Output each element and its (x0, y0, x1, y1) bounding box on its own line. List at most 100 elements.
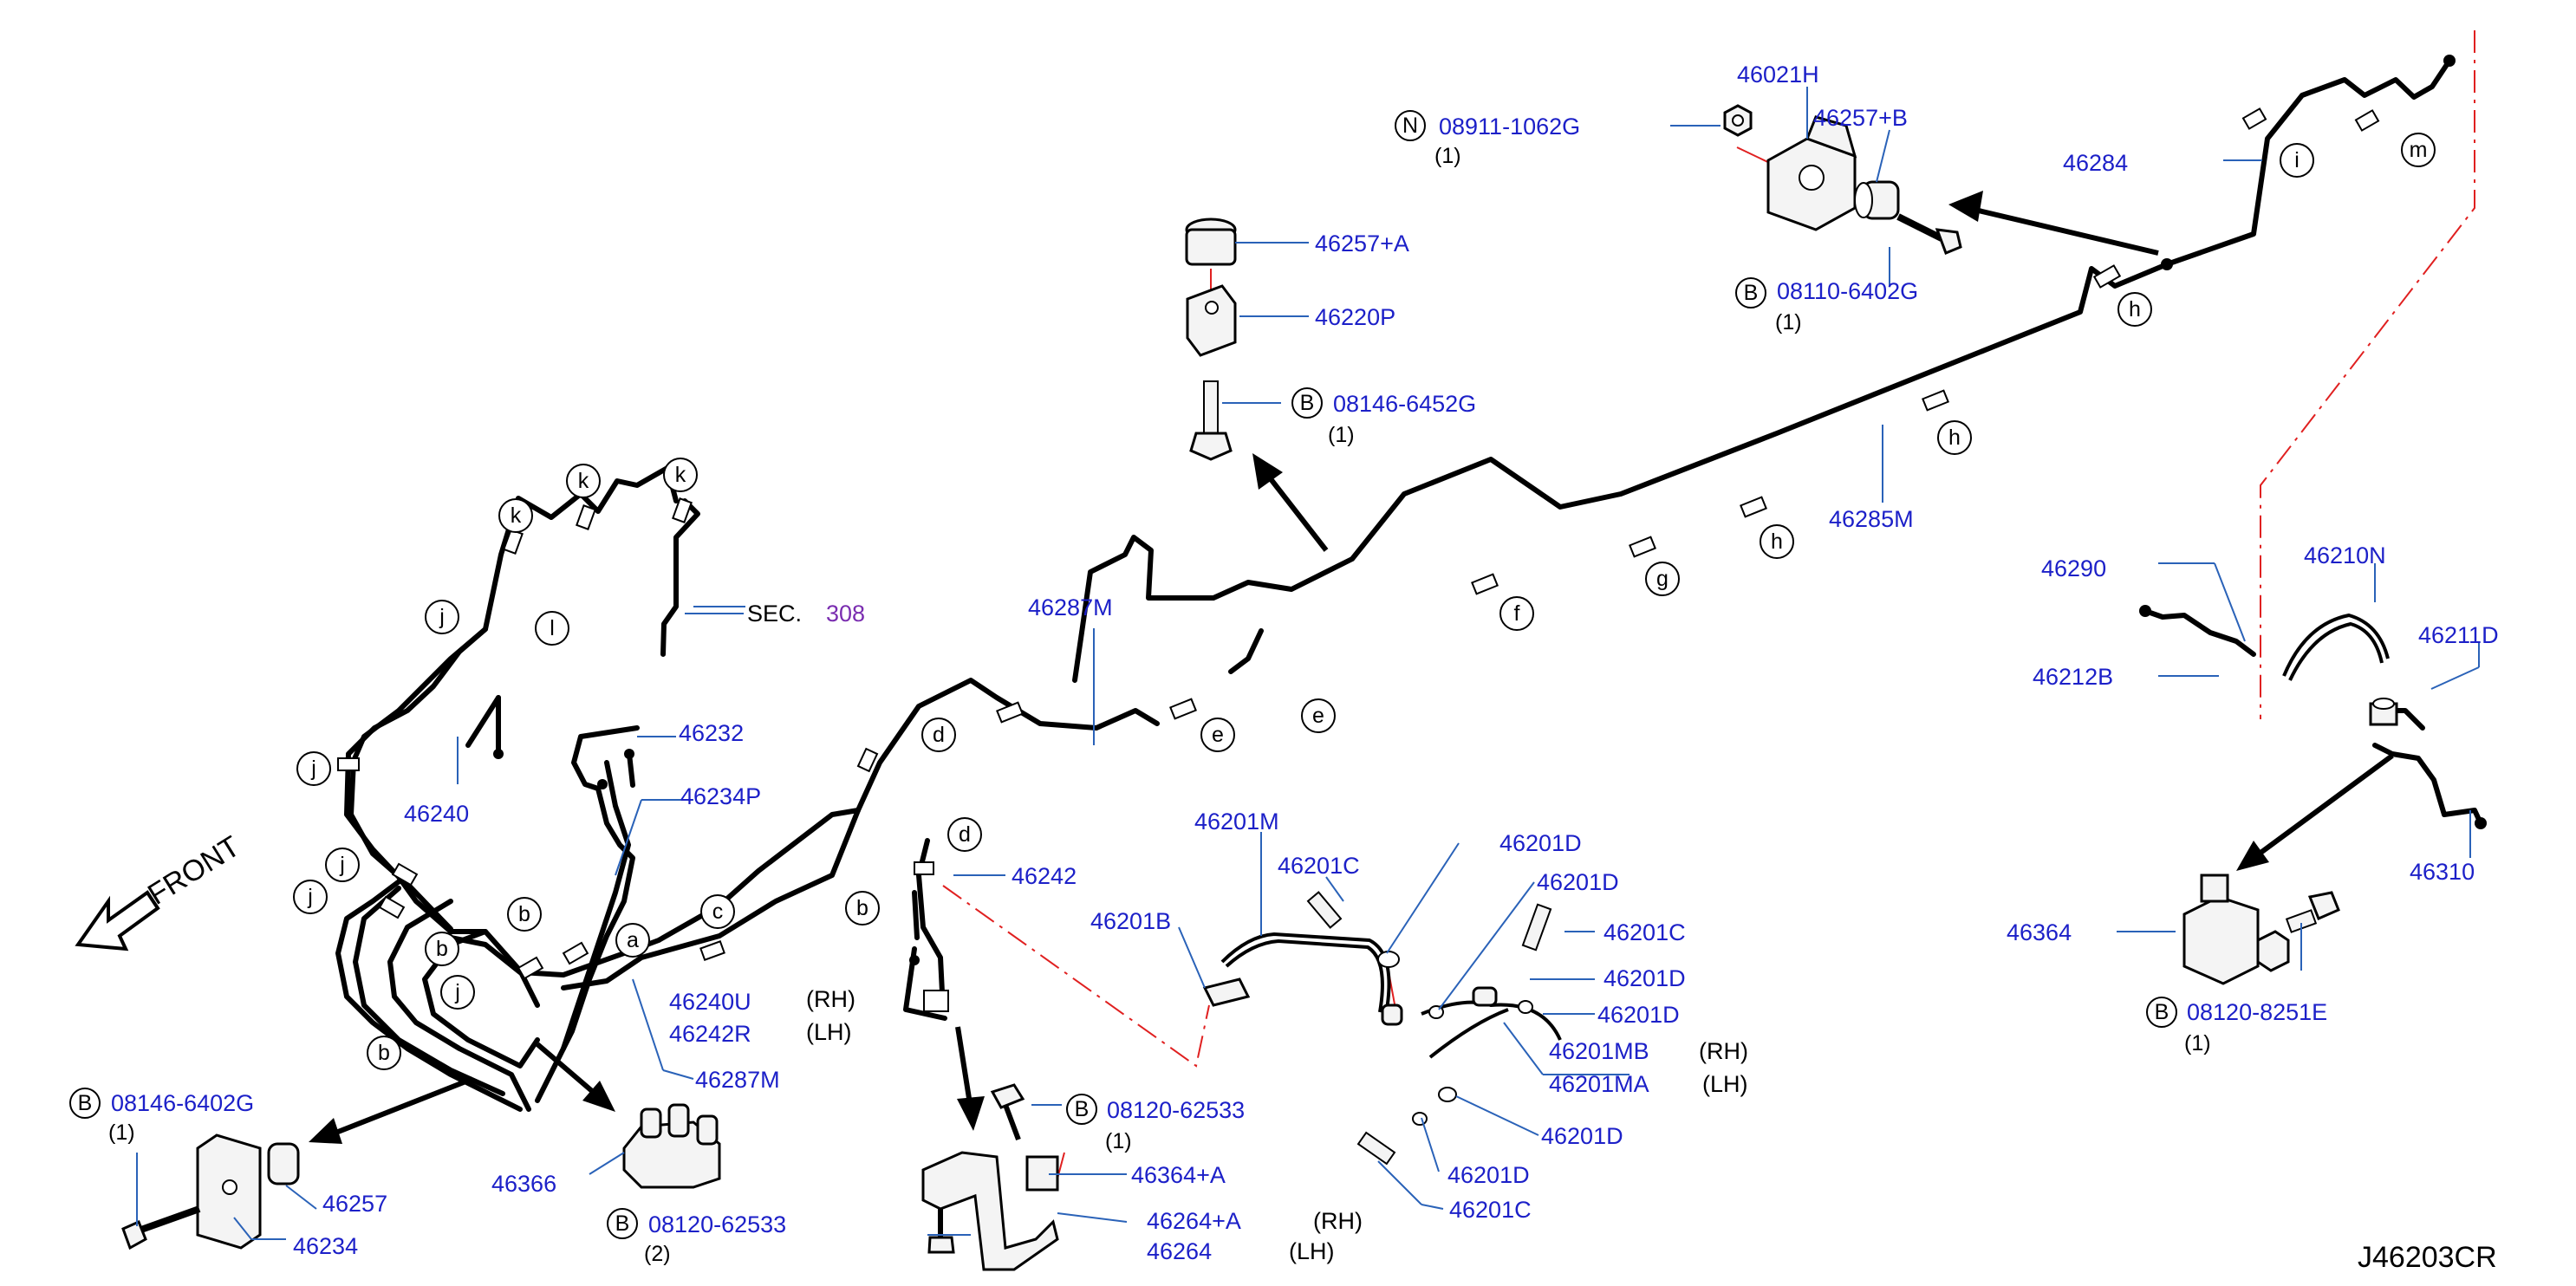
callout-g: g (1645, 562, 1680, 596)
pipe-clips (337, 55, 2456, 1012)
svg-text:j: j (307, 885, 313, 909)
part-number-46290: 46290 (2041, 555, 2106, 581)
part-number-46201c-2: 46201C (1603, 919, 1686, 945)
callout-e-2: e (1301, 698, 1336, 733)
badge-b-08120-8251: B (2146, 997, 2177, 1028)
fastener-badges: N B B B B B B (69, 110, 2177, 1239)
part-number-08120-8251: 08120-8251E (2187, 999, 2327, 1025)
part-number-46257: 46257 (322, 1191, 387, 1217)
badge-b-08146-bottom: B (69, 1088, 101, 1119)
part-number-08120-62533-b: 08120-62533 (648, 1211, 786, 1237)
part-number-46201m: 46201M (1194, 809, 1279, 835)
part-number-46364: 46364 (2007, 919, 2072, 945)
badge-n-08911: N (1395, 110, 1426, 141)
svg-text:m: m (2410, 138, 2428, 162)
svg-text:j: j (454, 980, 460, 1004)
part-number-46201d-5: 46201D (1541, 1123, 1623, 1149)
hoses (1202, 891, 1562, 1166)
part-number-46364a: 46364+A (1131, 1162, 1226, 1188)
qty-08146-bottom: (1) (108, 1120, 135, 1145)
part-number-46242: 46242 (1012, 863, 1077, 889)
callout-h-3: h (2117, 292, 2152, 327)
part-number-46287m-top: 46287M (1028, 594, 1113, 620)
svg-text:k: k (578, 469, 589, 493)
section-reference: SEC. 308 (685, 601, 865, 627)
block-46234 (121, 1133, 300, 1250)
callout-b-4: b (845, 891, 880, 926)
qty-08911: (1) (1434, 144, 1461, 168)
callout-f: f (1499, 596, 1534, 631)
svg-text:k: k (675, 463, 686, 487)
badge-b-08110: B (1735, 277, 1766, 309)
svg-text:B: B (615, 1211, 630, 1236)
side-lh-46201ma: (LH) (1702, 1071, 1748, 1097)
qty-08120-8251: (1) (2184, 1031, 2211, 1055)
callout-l: l (535, 611, 569, 646)
part-number-46284: 46284 (2063, 150, 2128, 176)
callout-c: c (700, 894, 735, 929)
part-number-46201d-1: 46201D (1499, 830, 1582, 856)
side-rh-46201mb: (RH) (1699, 1038, 1748, 1064)
svg-text:f: f (1514, 601, 1520, 626)
side-lh-46264: (LH) (1289, 1238, 1335, 1264)
callout-j-1: j (425, 600, 459, 634)
part-number-46240u: 46240U (669, 989, 751, 1015)
part-number-46264: 46264 (1147, 1238, 1212, 1264)
svg-text:b: b (378, 1041, 390, 1065)
svg-text:b: b (436, 937, 448, 961)
part-number-46257a: 46257+A (1315, 231, 1409, 257)
bracket-46264 (921, 1083, 1059, 1271)
svg-text:j: j (439, 605, 445, 629)
callout-e-1: e (1200, 718, 1235, 752)
part-number-46201ma: 46201MA (1549, 1071, 1649, 1097)
part-number-46211d: 46211D (2418, 622, 2499, 648)
part-number-46201d-2: 46201D (1537, 869, 1619, 895)
part-number-08110: 08110-6402G (1777, 278, 1918, 304)
diagram-code: J46203CR (2358, 1241, 2497, 1274)
junction-46366 (622, 1103, 721, 1189)
svg-text:c: c (712, 900, 724, 924)
bracket-46220p (1185, 218, 1237, 461)
front-label: FRONT (142, 830, 245, 912)
direction-arrows (309, 191, 2394, 1144)
part-number-46201d-4: 46201D (1597, 1002, 1680, 1028)
callout-k-2: k (566, 464, 601, 498)
part-number-46310: 46310 (2410, 859, 2475, 885)
part-number-46201d-3: 46201D (1603, 965, 1686, 991)
qty-08120-62533-b: (2) (644, 1242, 671, 1266)
part-number-46201mb: 46201MB (1549, 1038, 1649, 1064)
svg-text:B: B (2155, 1000, 2169, 1024)
badge-b-08120-62533-a: B (1066, 1094, 1097, 1125)
callout-h-2: h (1937, 420, 1972, 455)
callout-j-2: j (296, 751, 331, 786)
part-number-46242r: 46242R (669, 1021, 751, 1047)
svg-text:b: b (856, 896, 868, 920)
main-brake-pipe (448, 58, 2452, 977)
qty-08110: (1) (1775, 310, 1802, 334)
callout-i: i (2280, 143, 2314, 178)
part-number-46201c-1: 46201C (1278, 853, 1360, 879)
svg-text:B: B (1075, 1097, 1090, 1121)
svg-text:k: k (511, 503, 522, 528)
side-lh-46242: (LH) (806, 1019, 852, 1045)
callout-j-4: j (293, 880, 328, 914)
part-number-46234p: 46234P (680, 783, 761, 809)
svg-text:a: a (627, 928, 639, 952)
part-number-08146-top: 08146-6452G (1333, 391, 1476, 417)
rear-circuit (2139, 605, 2487, 829)
part-number-46212b: 46212B (2033, 664, 2113, 690)
svg-text:B: B (78, 1091, 93, 1115)
leader-lines (136, 87, 2480, 1240)
callout-k-1: k (498, 498, 533, 533)
part-number-46201c-3: 46201C (1449, 1197, 1532, 1223)
callout-b-3: b (367, 1036, 401, 1070)
part-number-46366: 46366 (491, 1171, 556, 1197)
svg-text:e: e (1312, 704, 1324, 728)
part-number-46201d-6: 46201D (1447, 1162, 1530, 1188)
svg-text:j: j (310, 757, 316, 781)
callout-m: m (2401, 133, 2436, 167)
svg-text:g: g (1656, 567, 1669, 591)
part-number-46285m: 46285M (1829, 506, 1914, 532)
callout-k-3: k (663, 458, 698, 492)
callout-h-1: h (1760, 524, 1794, 559)
